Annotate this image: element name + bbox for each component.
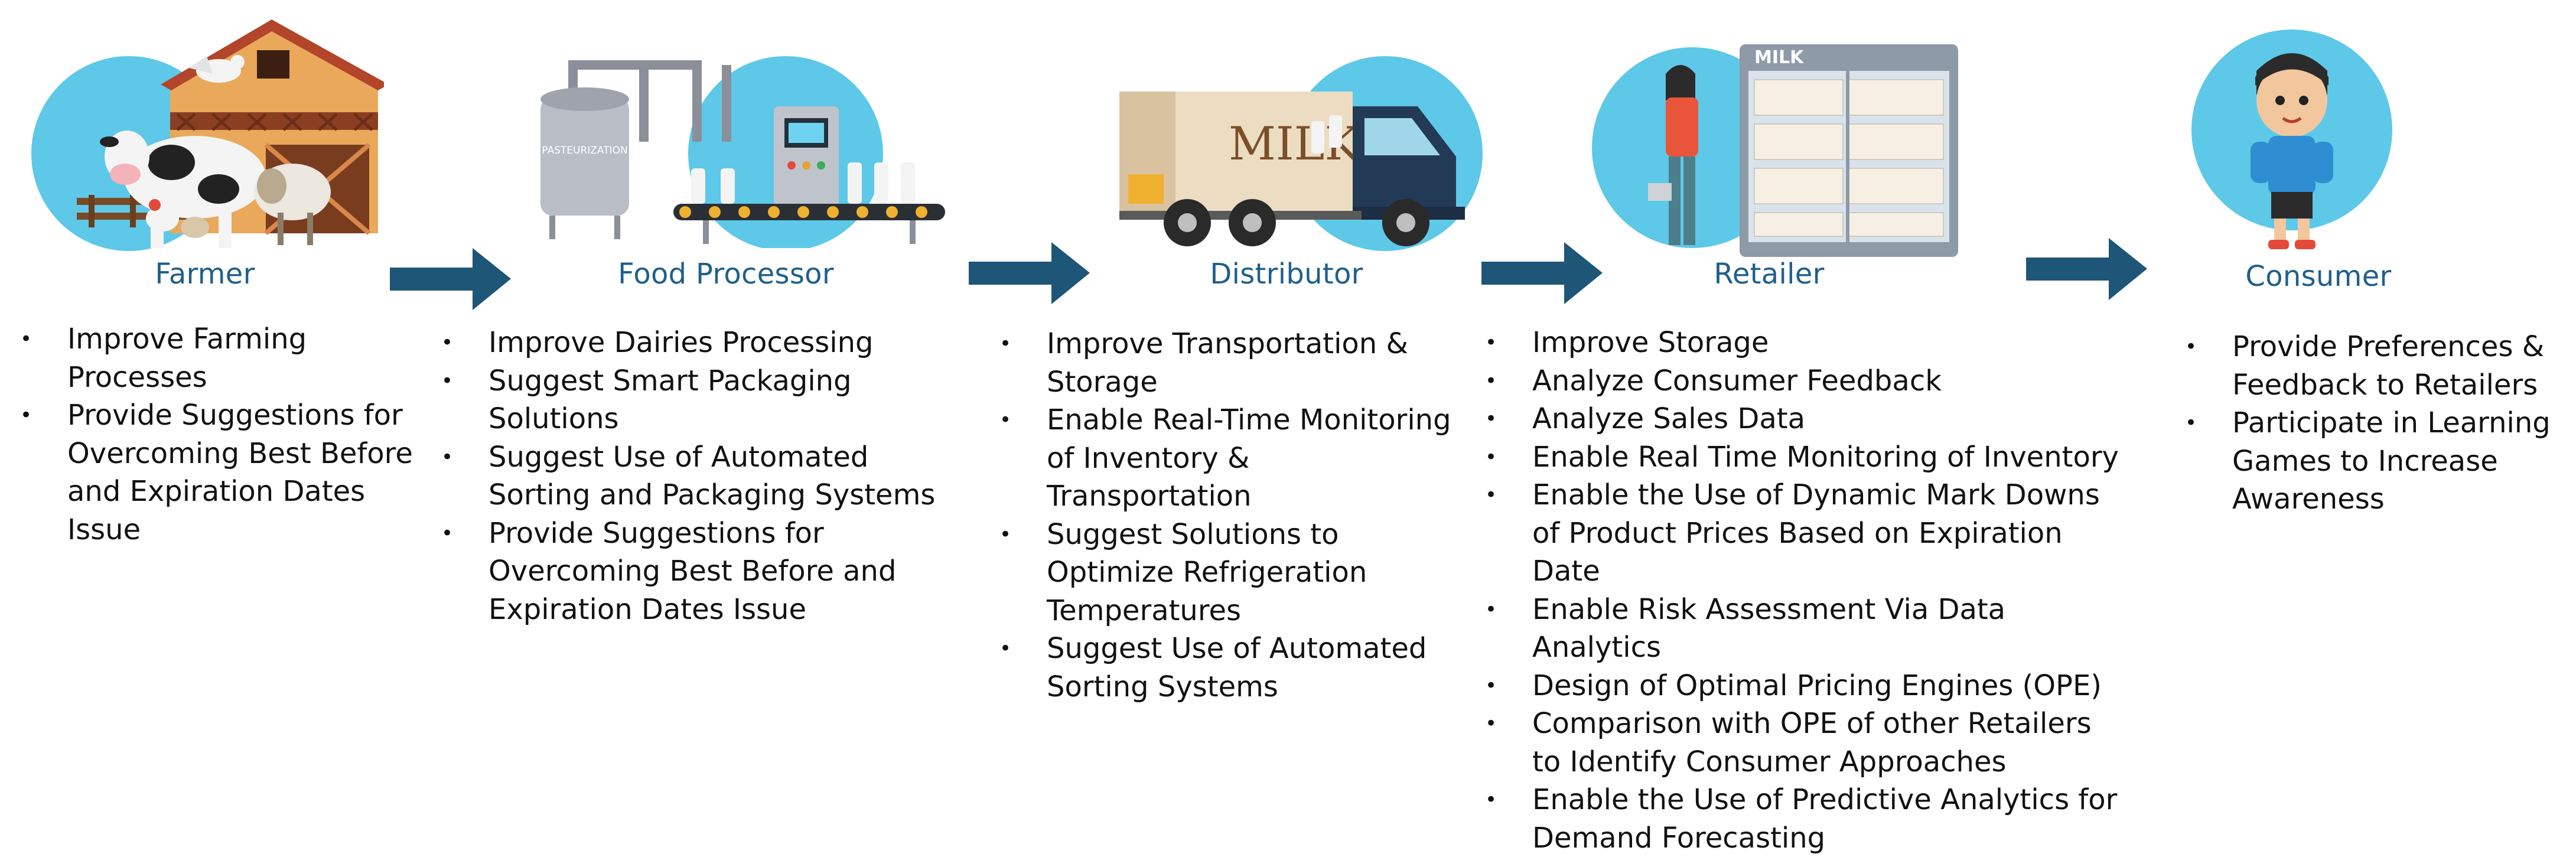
- flow-arrow: [2026, 238, 2147, 300]
- retailer-illustration: MILK: [1592, 44, 1958, 257]
- stage-title-farmer: Farmer: [155, 258, 255, 291]
- list-item: •Suggest Smart Packaging Solutions: [441, 364, 852, 436]
- flow-arrow: [969, 242, 1090, 304]
- consumer-illustration: [2191, 30, 2392, 249]
- flow-arrow: [390, 248, 511, 310]
- stage-title-consumer: Consumer: [2245, 260, 2392, 293]
- list-item: •Enable Risk Assessment Via Data Analyti…: [1485, 592, 2006, 664]
- list-item: •Suggest Use of Automated Sorting System…: [999, 632, 1427, 703]
- list-item: •Provide Suggestions for Overcoming Best…: [20, 399, 413, 546]
- fridge-label: MILK: [1754, 47, 1805, 68]
- list-item: •Participate in Learning Games to Increa…: [2185, 406, 2551, 516]
- list-item: •Suggest Use of Automated Sorting and Pa…: [441, 440, 936, 512]
- list-item: •Comparison with OPE of other Retailers …: [1485, 707, 2092, 778]
- consumer-list: •Provide Preferences & Feedback to Retai…: [2185, 328, 2575, 519]
- list-item: •Enable Real-Time Monitoring of Inventor…: [999, 403, 1451, 513]
- list-item: •Suggest Solutions to Optimize Refrigera…: [999, 517, 1367, 627]
- tank-label: PASTEURIZATION: [542, 145, 627, 157]
- list-item: •Provide Preferences & Feedback to Retai…: [2185, 330, 2545, 402]
- stage-title-retailer: Retailer: [1714, 258, 1825, 291]
- distributor-illustration: MILK: [1119, 56, 1483, 251]
- list-item: •Improve Dairies Processing: [441, 326, 874, 359]
- list-item: •Design of Optimal Pricing Engines (OPE): [1485, 669, 2102, 702]
- flow-arrow: [1481, 242, 1603, 304]
- list-item: •Improve Transportation & Storage: [999, 327, 1408, 399]
- distributor-list: •Improve Transportation & Storage •Enabl…: [999, 325, 1460, 706]
- stage-title-food-processor: Food Processor: [618, 258, 834, 291]
- list-item: •Analyze Sales Data: [1485, 402, 1806, 435]
- food-processor-list: •Improve Dairies Processing •Suggest Sma…: [441, 324, 961, 628]
- retailer-list: •Improve Storage •Analyze Consumer Feedb…: [1485, 324, 2123, 857]
- list-item: •Enable Real Time Monitoring of Inventor…: [1485, 440, 2119, 474]
- farmer-list: •Improve Farming Processes •Provide Sugg…: [20, 320, 422, 549]
- farmer-illustration: [31, 19, 384, 251]
- stage-title-distributor: Distributor: [1210, 258, 1363, 291]
- list-item: •Enable the Use of Dynamic Mark Downs of…: [1485, 478, 2100, 588]
- list-item: •Analyze Consumer Feedback: [1485, 364, 1942, 397]
- food-processor-illustration: PASTEURIZATION: [540, 56, 945, 248]
- list-item: •Improve Farming Processes: [20, 322, 307, 394]
- list-item: •Provide Suggestions for Overcoming Best…: [441, 516, 897, 626]
- list-item: •Improve Storage: [1485, 326, 1769, 359]
- list-item: •Enable the Use of Predictive Analytics …: [1485, 783, 2118, 855]
